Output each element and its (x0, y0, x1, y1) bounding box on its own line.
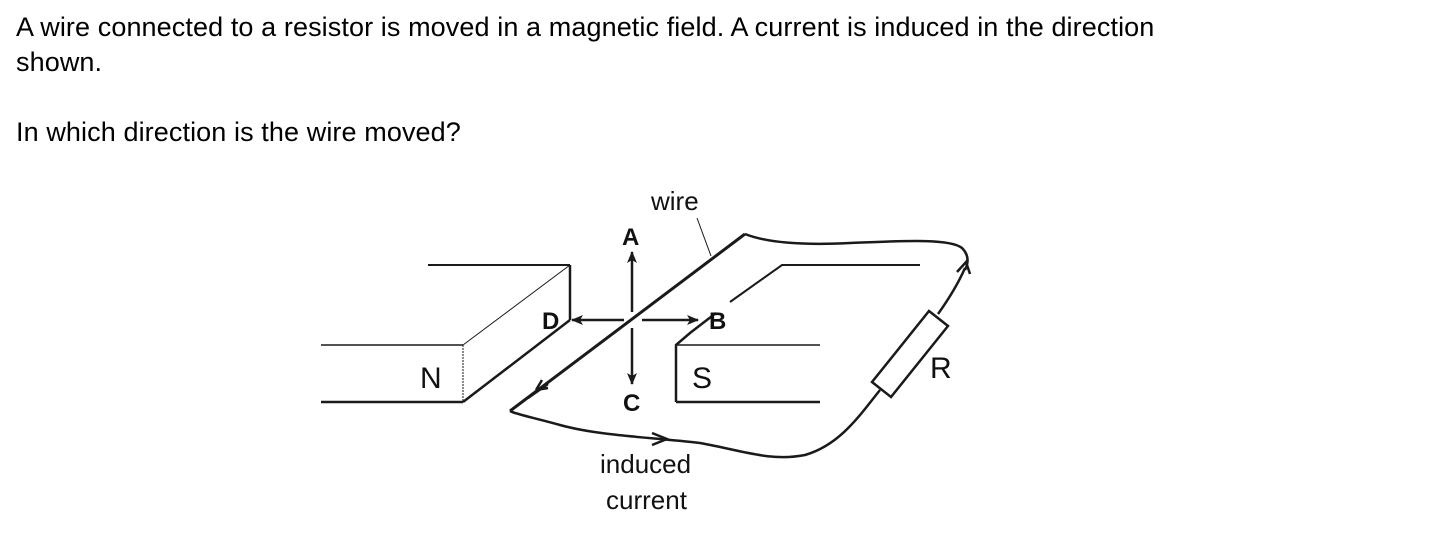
question-line-1: A wire connected to a resistor is moved … (16, 12, 1155, 42)
north-pole-label: N (420, 362, 442, 395)
question-prompt: In which direction is the wire moved? (16, 117, 461, 147)
resistor-label: R (930, 352, 952, 385)
direction-c-label: C (623, 390, 640, 417)
direction-arrows: A B C D (542, 224, 726, 417)
direction-b-label: B (709, 308, 726, 335)
induced-current-label-line-2: current (606, 485, 688, 515)
north-magnet: N (321, 264, 572, 404)
induced-current-label-line-1: induced (600, 449, 691, 479)
direction-d-label: D (542, 308, 559, 335)
wire: wire (509, 186, 972, 459)
south-magnet: S (674, 264, 920, 404)
question-text: A wire connected to a resistor is moved … (16, 10, 1416, 150)
south-pole-label: S (692, 362, 712, 395)
wire-pointer-line (696, 217, 712, 257)
direction-a-label: A (622, 224, 639, 251)
wire-label: wire (650, 186, 699, 216)
question-line-2: shown. (16, 47, 103, 77)
resistor (870, 309, 950, 399)
